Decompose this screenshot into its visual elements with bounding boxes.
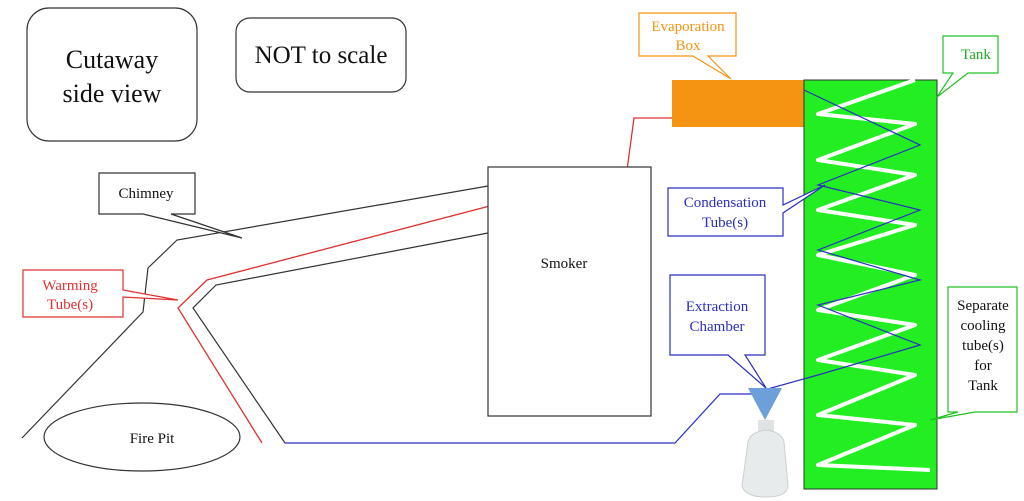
condensation-callout: Condensation Tube(s)	[667, 184, 826, 237]
cooling-callout-box	[929, 286, 1018, 421]
chimney-lower-wall	[192, 232, 489, 444]
extraction-funnel	[748, 388, 782, 420]
cooling-coil	[816, 78, 931, 472]
fire-pit: Fire Pit	[43, 402, 241, 472]
bottle-body	[741, 429, 789, 498]
smoker: Smoker	[487, 166, 652, 417]
warming-tube	[177, 117, 672, 444]
evaporation-label-line1: Evaporation	[651, 19, 725, 35]
warming-label-line2: Tube(s)	[47, 297, 93, 313]
evaporation-callout: Evaporation Box	[638, 12, 737, 80]
scale-note-box	[235, 17, 407, 93]
condensation-coil	[763, 89, 923, 391]
scale-note-label: NOT to scale	[255, 42, 388, 69]
bottle-neck	[758, 420, 774, 432]
fire-pit-label: Fire Pit	[130, 431, 175, 447]
fire-pit-ellipse	[43, 402, 241, 472]
tank-callout: Tank	[936, 35, 999, 98]
scale-note-callout: NOT to scale	[235, 17, 407, 93]
extraction-label-line2: Chamber	[690, 319, 745, 335]
chimney-upper-wall	[21, 185, 489, 439]
cooling-label-line2: cooling	[961, 318, 1006, 334]
warming-callout: Warming Tube(s)	[22, 269, 179, 318]
cooling-label-line5: Tank	[968, 378, 998, 394]
cutaway-label-line2: side view	[63, 79, 162, 108]
tank-callout-box	[936, 35, 999, 98]
condensation-label-line1: Condensation	[684, 195, 767, 211]
chimney-structure	[21, 185, 489, 444]
condensation-label-line2: Tube(s)	[702, 215, 748, 231]
extraction-callout: Extraction Chamber	[669, 274, 767, 389]
smoker-box	[487, 166, 652, 417]
extraction-callout-box	[669, 274, 767, 389]
warming-callout-box	[22, 269, 179, 318]
cutaway-callout: Cutaway side view	[26, 7, 198, 142]
extraction-return-line	[285, 393, 752, 444]
tank-label: Tank	[961, 47, 991, 63]
cooling-callout: Separate cooling tube(s) for Tank	[929, 286, 1018, 421]
evaporation-callout-box	[638, 12, 737, 80]
smoker-label: Smoker	[541, 256, 588, 272]
cutaway-label-line1: Cutaway	[66, 45, 158, 74]
cooling-label-line4: for	[974, 358, 992, 374]
chimney-label: Chimney	[119, 186, 174, 202]
cooling-label-line3: tube(s)	[962, 338, 1004, 354]
condensation-callout-box	[667, 184, 826, 237]
chimney-callout: Chimney	[98, 172, 243, 239]
collection-bottle	[741, 420, 789, 498]
chimney-callout-box	[98, 172, 243, 239]
cutaway-box	[26, 7, 198, 142]
evaporation-label-line2: Box	[675, 38, 701, 54]
warming-label-line1: Warming	[42, 278, 98, 294]
extraction-label-line1: Extraction	[686, 299, 749, 315]
cooling-label-line1: Separate	[957, 298, 1009, 314]
evaporation-box	[672, 80, 804, 127]
